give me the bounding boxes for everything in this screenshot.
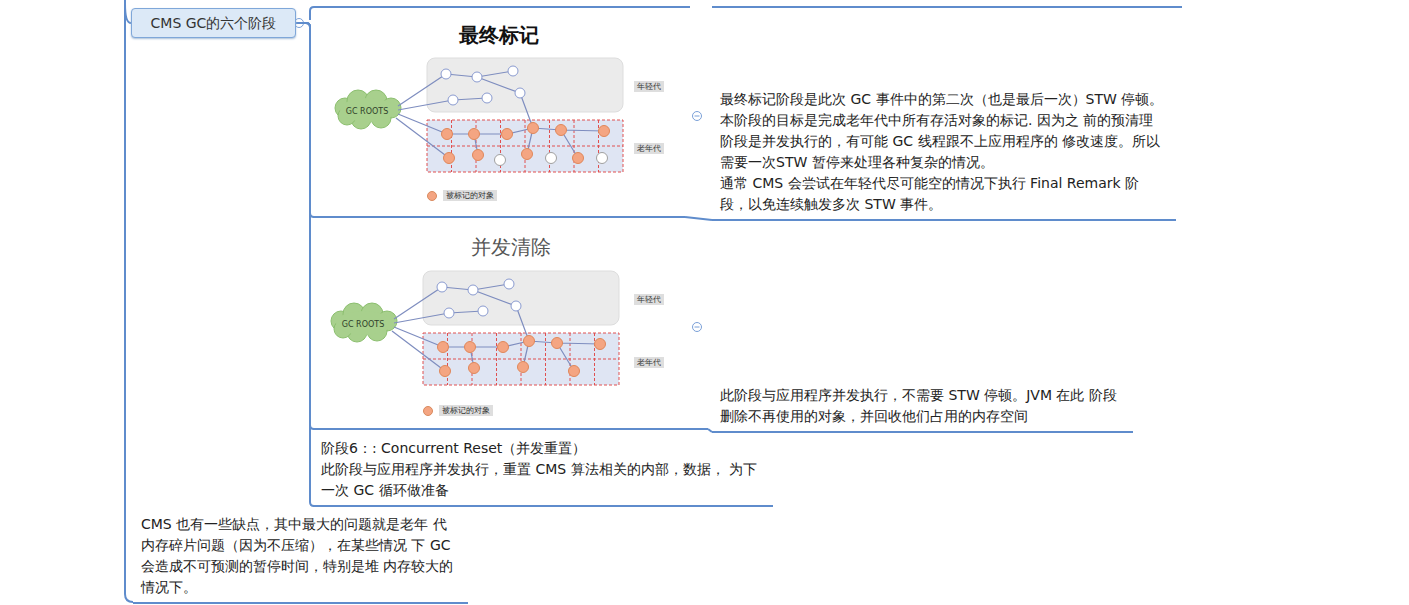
final-mark-illustration <box>335 58 623 172</box>
legend-text: 被标记的对象 <box>439 405 493 416</box>
text-topic: 最终标记阶段是此次 GC 事件中的第二次（也是最后一次）STW 停顿。本阶段的目… <box>712 89 1176 221</box>
topic-text: 此阶段与应用程序并发执行，不需要 STW 停顿。JVM 在此 阶段删除不再使用的… <box>720 385 1123 427</box>
root-label: GC ROOTS <box>343 106 391 117</box>
region-label: 老年代 <box>634 357 664 368</box>
topic-title: 最终标记 <box>313 14 685 48</box>
region-label: 年轻代 <box>634 294 664 305</box>
topic-text: 此阶段与应用程序并发执行，重置 CMS 算法相关的内部，数据， 为下一次 GC … <box>321 459 763 501</box>
text-topic: 阶段6：: Concurrent Reset（并发重置）此阶段与应用程序并发执行… <box>313 438 773 507</box>
topic-text: CMS 也有一些缺点，其中最大的问题就是老年 代内存碎片问题（因为不压缩），在某… <box>141 514 458 598</box>
branch-connector <box>296 23 314 217</box>
collapse-symbols <box>295 19 702 332</box>
topic-title: 并发清除 <box>313 226 708 260</box>
branch-connector <box>296 23 314 506</box>
topic-text: 最终标记阶段是此次 GC 事件中的第二次（也是最后一次）STW 停顿。本阶段的目… <box>720 89 1166 173</box>
topic-text: 阶段6：: Concurrent Reset（并发重置） <box>321 438 763 459</box>
branch-connector <box>685 217 712 220</box>
legend-swatch <box>423 406 433 416</box>
topic-text: 通常 CMS 会尝试在年轻代尽可能空的情况下执行 Final Remark 阶段… <box>720 173 1166 215</box>
text-topic: 此阶段与应用程序并发执行，不需要 STW 停顿。JVM 在此 阶段删除不再使用的… <box>712 385 1133 433</box>
legend-text: 被标记的对象 <box>443 190 497 201</box>
topic-box: CMS GC的六个阶段 <box>131 8 296 38</box>
root-label: GC ROOTS <box>339 319 387 330</box>
branch-connector <box>296 23 314 429</box>
concurrent-sweep-illustration <box>331 271 619 385</box>
region-label: 老年代 <box>634 143 664 154</box>
legend-swatch <box>427 191 437 201</box>
region-label: 年轻代 <box>634 81 664 92</box>
text-topic: CMS 也有一些缺点，其中最大的问题就是老年 代内存碎片问题（因为不压缩），在某… <box>133 514 468 604</box>
branch-lines <box>125 0 1182 602</box>
topic-text: CMS GC的六个阶段 <box>132 9 295 37</box>
